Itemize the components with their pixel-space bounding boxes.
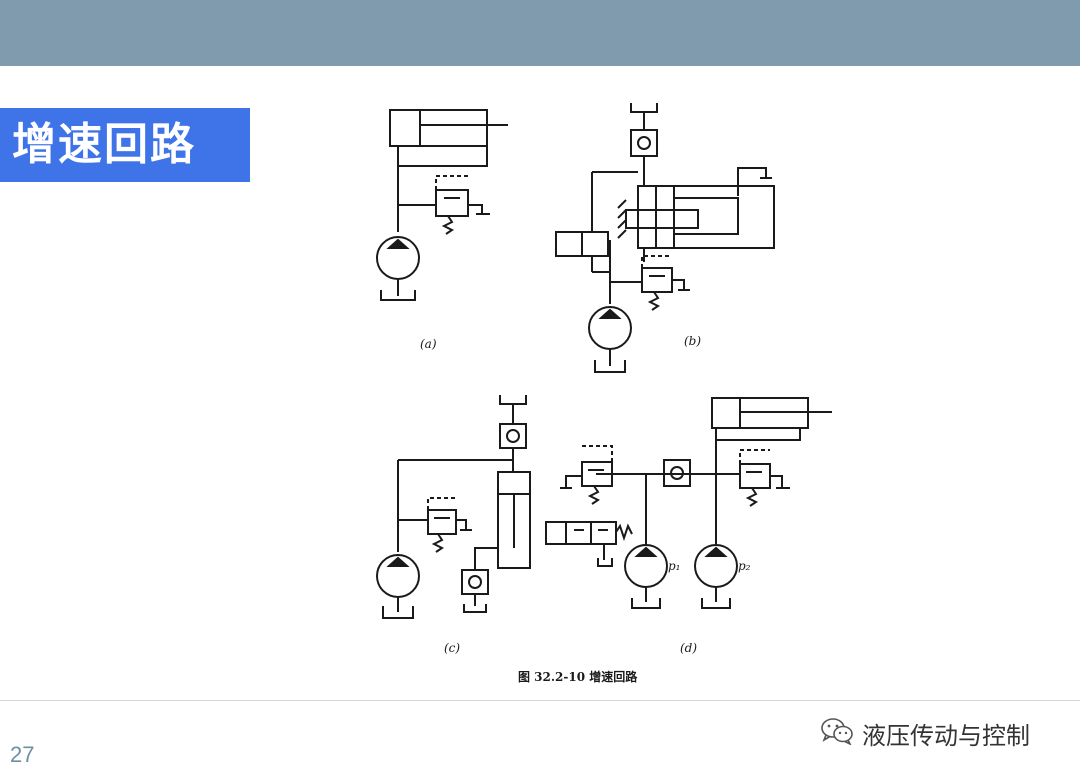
figure-caption: 图 32.2-10 增速回路 [518, 669, 638, 684]
label-a: (a) [420, 337, 437, 351]
circuit-a [376, 109, 508, 301]
label-b: (b) [684, 334, 701, 348]
wechat-icon [820, 717, 854, 749]
footer-divider [0, 700, 1080, 701]
pump-label-p2: p₂ [738, 559, 751, 573]
pump-label-p1: p₁ [668, 559, 681, 573]
circuit-c [376, 395, 531, 619]
label-c: (c) [444, 641, 460, 655]
hydraulic-circuit-figure: (a) (b) (c) (d) p₁ p₂ 图 32.2-10 增速回路 [376, 103, 832, 684]
slide-title: 增速回路 [0, 108, 250, 182]
header-bar [0, 0, 1080, 66]
label-d: (d) [680, 641, 697, 655]
circuit-d [545, 397, 832, 609]
watermark: 液压传动与控制 [820, 716, 1030, 750]
watermark-text: 液压传动与控制 [862, 721, 1030, 750]
circuit-b [555, 103, 775, 373]
page-number: 27 [10, 742, 35, 767]
